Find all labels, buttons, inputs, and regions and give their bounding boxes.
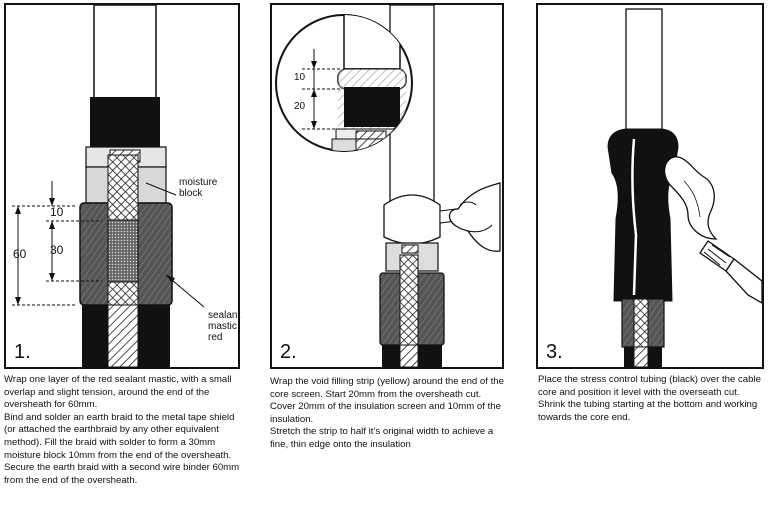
dimension-label-60: 60 bbox=[13, 247, 27, 261]
dimension-label-10: 10 bbox=[294, 72, 306, 83]
insulation-screen bbox=[90, 97, 160, 147]
torch-illustration bbox=[663, 156, 762, 304]
step-number: 3. bbox=[546, 341, 563, 363]
insulation-screen-detail bbox=[344, 87, 400, 127]
step-2-illustration bbox=[275, 5, 501, 367]
step-number: 1. bbox=[14, 341, 31, 363]
step-3-caption: Place the stress control tubing (black) … bbox=[538, 374, 764, 424]
dimension-label-10: 10 bbox=[50, 205, 64, 219]
step-number: 2. bbox=[280, 341, 297, 363]
step-3-illustration bbox=[607, 8, 762, 367]
step-1-caption: Wrap one layer of the red sealant mastic… bbox=[4, 374, 244, 487]
magnified-detail bbox=[275, 14, 413, 152]
caption-paragraph: Place the stress control tubing (black) … bbox=[538, 374, 761, 423]
caption-paragraph: Bind and solder an earth braid to the me… bbox=[4, 411, 240, 486]
flame-icon bbox=[663, 156, 718, 240]
dimension-lines bbox=[12, 181, 205, 308]
stress-control-tubing bbox=[607, 128, 679, 302]
hand-illustration bbox=[448, 182, 501, 252]
step-3-panel: 3. bbox=[536, 3, 764, 369]
sealant-mastic-label: sealant mastic red bbox=[208, 310, 241, 343]
moisture-block-label: moisture block bbox=[179, 177, 218, 199]
dimension-label-20: 20 bbox=[294, 101, 306, 112]
cable-insulation bbox=[93, 5, 157, 101]
step-2-caption: Wrap the void filling strip (yellow) aro… bbox=[270, 376, 508, 452]
moisture-block bbox=[107, 219, 139, 283]
dimension-label-30: 30 bbox=[50, 243, 64, 257]
step-1-illustration bbox=[12, 5, 205, 367]
step-1-panel: 10 30 60 moisture block sealant mastic r… bbox=[4, 3, 240, 369]
cable-insulation bbox=[625, 8, 663, 136]
stretched-strip bbox=[383, 194, 441, 245]
caption-paragraph: Stretch the strip to half it’s original … bbox=[270, 426, 494, 450]
caption-paragraph: Wrap the void filling strip (yellow) aro… bbox=[270, 376, 504, 425]
caption-paragraph: Wrap one layer of the red sealant mastic… bbox=[4, 374, 232, 411]
step-2-panel: 10 20 2. bbox=[270, 3, 504, 369]
